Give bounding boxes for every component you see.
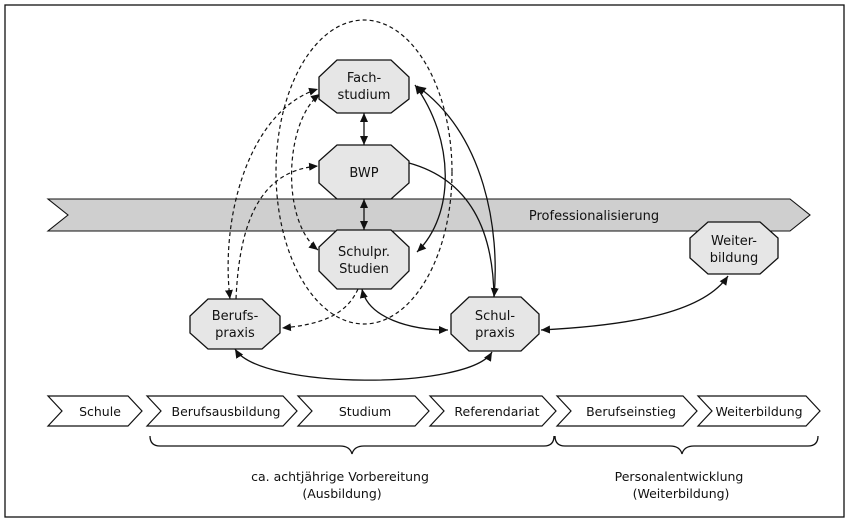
arrow-schulpr-berufspraxis: [281, 288, 359, 332]
node-schulpr-line1: Schulpr.: [338, 245, 390, 260]
phase-referendariat-label: Referendariat: [454, 404, 539, 419]
arrow-schulpr-schulpraxis: [359, 288, 449, 334]
brace-weiterbildung: [554, 435, 819, 455]
svg-text:Fach-studium: Fach-studium: [338, 71, 391, 103]
phase-schule: Schule: [46, 395, 143, 427]
phase-referendariat: Referendariat: [428, 395, 557, 427]
group-weiterbildung-line1: Personalentwicklung: [615, 469, 744, 484]
phase-berufsausbildung: Berufsausbildung: [145, 395, 298, 427]
node-weiterbildung: Weiter-bildung: [689, 221, 779, 275]
phase-weiterbildung-label: Weiterbildung: [715, 404, 802, 419]
phase-weiterbildung: Weiterbildung: [696, 395, 821, 427]
arrow-bwp-schulpraxis: [408, 162, 495, 298]
node-schulpr-line2: Studien: [339, 262, 389, 277]
svg-text:Schulpr.Studien: Schulpr. Studien: [338, 245, 390, 277]
node-schulpr-studien: Schulpr. Studien: [318, 229, 410, 290]
node-weiterbildung-line2: bildung: [710, 251, 758, 266]
solid-connections: [234, 84, 729, 381]
group-ausbildung-label: ca. achtjährige Vorbereitung (Ausbildung…: [251, 469, 433, 501]
svg-text:Schul-praxis: Schul-praxis: [475, 309, 515, 341]
node-bwp: BWP: [318, 144, 410, 200]
arrow-fach-schulpraxis: [416, 85, 499, 298]
svg-text:Berufs-praxis: Berufs-praxis: [212, 309, 259, 341]
group-weiterbildung-line2: (Weiterbildung): [633, 486, 730, 501]
arrow-fach-schulpr-left: [291, 93, 321, 251]
node-schulpraxis: Schul-praxis: [450, 296, 540, 352]
node-berufspraxis: Berufs-praxis: [189, 298, 281, 350]
group-ausbildung-line1: ca. achtjährige Vorbereitung: [251, 469, 429, 484]
arrow-berufspraxis-fach: [224, 87, 319, 300]
brace-ausbildung: [149, 435, 555, 455]
node-schulpraxis-line2: praxis: [475, 326, 515, 341]
svg-text:BWP: BWP: [349, 166, 378, 181]
arrow-schulpraxis-weiterbildung: [540, 275, 729, 334]
node-schulpraxis-line1: Schul-: [475, 309, 515, 324]
dashed-connections: [224, 87, 359, 332]
node-berufspraxis-line1: Berufs-: [212, 309, 259, 324]
node-fachstudium-line1: Fach-: [347, 71, 382, 86]
group-weiterbildung-label: Personalentwicklung (Weiterbildung): [615, 469, 748, 501]
phase-schule-label: Schule: [79, 404, 121, 419]
node-bwp-line1: BWP: [349, 166, 378, 181]
node-fachstudium: Fach-studium: [318, 59, 410, 114]
group-ausbildung-line2: (Ausbildung): [302, 486, 381, 501]
phase-berufsausbildung-label: Berufsausbildung: [172, 404, 281, 419]
arrow-berufspraxis-schulpraxis: [234, 348, 493, 381]
phase-row: Schule Berufsausbildung Studium Referend…: [46, 395, 821, 427]
node-berufspraxis-line2: praxis: [215, 326, 255, 341]
professionalisierung-banner: [46, 198, 811, 232]
phase-berufseinstieg: Berufseinstieg: [555, 395, 698, 427]
outer-frame: [4, 4, 845, 518]
svg-text:Weiter-bildung: Weiter-bildung: [710, 234, 758, 266]
phase-studium: Studium: [296, 395, 430, 427]
node-weiterbildung-line1: Weiter-: [711, 234, 757, 249]
node-fachstudium-line2: studium: [338, 88, 391, 103]
phase-studium-label: Studium: [339, 404, 391, 419]
arrow-berufspraxis-bwp: [235, 162, 319, 300]
phase-berufseinstieg-label: Berufseinstieg: [586, 404, 676, 419]
banner-label: Professionalisierung: [529, 209, 659, 224]
